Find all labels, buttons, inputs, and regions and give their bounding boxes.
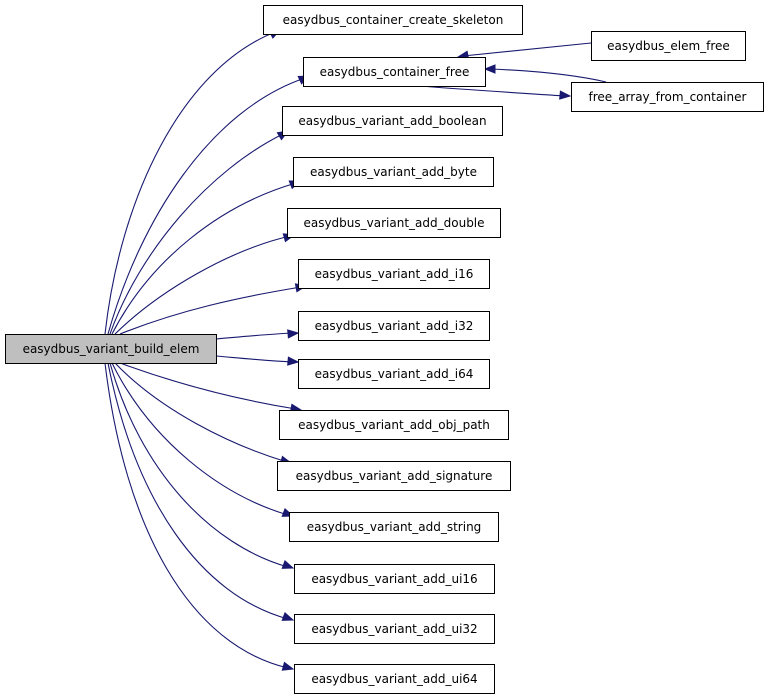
node-add-byte[interactable]: easydbus_variant_add_byte	[293, 157, 494, 187]
node-label: easydbus_variant_build_elem	[23, 342, 200, 356]
arrowhead	[287, 329, 300, 339]
node-add-ui16[interactable]: easydbus_variant_add_ui16	[294, 564, 495, 594]
node-label: easydbus_variant_add_i64	[315, 367, 474, 381]
node-label: free_array_from_container	[589, 90, 747, 104]
edge-free_array-to-container_free	[483, 64, 607, 83]
arrowhead	[281, 611, 295, 621]
node-label: easydbus_variant_add_boolean	[298, 114, 486, 128]
edge-line	[107, 362, 289, 620]
edge-line	[215, 355, 294, 363]
edge-build_elem-to-add_ui16	[109, 362, 295, 569]
edge-build_elem-to-container_free	[107, 75, 311, 335]
node-add-boolean[interactable]: easydbus_variant_add_boolean	[282, 106, 503, 136]
node-box[interactable]	[287, 208, 501, 238]
node-label: easydbus_variant_add_ui64	[311, 672, 477, 686]
edge-line	[489, 68, 607, 83]
node-free-array[interactable]: free_array_from_container	[571, 82, 764, 112]
node-box[interactable]	[294, 614, 495, 644]
node-box[interactable]	[294, 564, 495, 594]
edge-build_elem-to-add_i16	[119, 283, 308, 335]
node-label: easydbus_variant_add_byte	[310, 165, 477, 179]
node-box[interactable]	[279, 410, 509, 440]
node-add-i32[interactable]: easydbus_variant_add_i32	[298, 311, 490, 341]
node-label: easydbus_variant_add_string	[307, 520, 482, 534]
node-label: easydbus_container_free	[320, 65, 470, 79]
arrowhead	[559, 90, 572, 100]
node-build-elem[interactable]: easydbus_variant_build_elem	[5, 334, 217, 364]
node-label: easydbus_variant_add_ui16	[311, 572, 477, 586]
edge-line	[107, 77, 306, 335]
node-create-skeleton[interactable]: easydbus_container_create_skeleton	[263, 5, 523, 35]
node-box[interactable]	[298, 311, 490, 341]
node-label: easydbus_variant_add_i32	[315, 319, 474, 333]
node-add-i64[interactable]: easydbus_variant_add_i64	[298, 359, 490, 389]
edge-elem_free-to-container_free	[456, 42, 592, 60]
node-add-i16[interactable]: easydbus_variant_add_i16	[298, 259, 490, 289]
edge-build_elem-to-add_i64	[215, 355, 300, 366]
edge-build_elem-to-add_ui32	[107, 362, 295, 621]
node-elem-free[interactable]: easydbus_elem_free	[591, 31, 746, 61]
edge-build_elem-to-create_skeleton	[104, 29, 282, 335]
node-label: easydbus_variant_add_obj_path	[298, 418, 490, 432]
node-box[interactable]	[571, 82, 764, 112]
arrowhead	[287, 356, 300, 366]
node-add-signature[interactable]: easydbus_variant_add_signature	[277, 461, 511, 491]
edge-line	[114, 362, 288, 463]
node-box[interactable]	[263, 5, 523, 35]
node-label: easydbus_variant_add_double	[303, 216, 484, 230]
node-box[interactable]	[591, 31, 746, 61]
edge-line	[114, 235, 291, 335]
arrowhead	[281, 559, 295, 569]
edge-line	[111, 362, 289, 516]
node-add-ui32[interactable]: easydbus_variant_add_ui32	[294, 614, 495, 644]
node-label: easydbus_variant_add_signature	[296, 469, 493, 483]
edge-build_elem-to-add_boolean	[109, 130, 290, 335]
node-add-string[interactable]: easydbus_variant_add_string	[289, 512, 499, 542]
edge-line	[215, 332, 294, 340]
node-label: easydbus_container_create_skeleton	[283, 13, 504, 27]
node-box[interactable]	[298, 259, 490, 289]
arrowhead	[483, 64, 496, 74]
node-container-free[interactable]: easydbus_container_free	[303, 57, 486, 87]
node-label: easydbus_variant_add_ui32	[311, 622, 477, 636]
edge-line	[111, 182, 297, 335]
node-label: easydbus_elem_free	[607, 39, 730, 53]
edge-line	[104, 31, 276, 335]
edge-container_free-to-free_array	[419, 85, 572, 100]
node-label: easydbus_variant_add_i16	[315, 267, 474, 281]
node-box[interactable]	[5, 334, 217, 364]
edge-build_elem-to-add_signature	[114, 362, 293, 465]
node-add-obj-path[interactable]: easydbus_variant_add_obj_path	[279, 410, 509, 440]
edge-line	[419, 85, 566, 97]
nodes-layer: easydbus_variant_build_elem easydbus_cont…	[5, 5, 764, 694]
edge-line	[104, 362, 289, 669]
edge-line	[119, 362, 297, 410]
node-box[interactable]	[289, 512, 499, 542]
node-box[interactable]	[303, 57, 486, 87]
edge-build_elem-to-add_obj_path	[119, 362, 303, 413]
node-box[interactable]	[298, 359, 490, 389]
edge-line	[109, 133, 284, 335]
edge-line	[109, 362, 289, 568]
node-box[interactable]	[277, 461, 511, 491]
node-add-ui64[interactable]: easydbus_variant_add_ui64	[294, 664, 495, 694]
edge-build_elem-to-add_i32	[215, 329, 300, 340]
edge-line	[119, 286, 302, 335]
arrowhead	[281, 661, 295, 671]
edge-build_elem-to-add_double	[114, 233, 296, 335]
node-add-double[interactable]: easydbus_variant_add_double	[287, 208, 501, 238]
node-box[interactable]	[294, 664, 495, 694]
edge-build_elem-to-add_ui64	[104, 362, 295, 671]
edge-line	[462, 42, 592, 57]
node-box[interactable]	[282, 106, 503, 136]
node-box[interactable]	[293, 157, 494, 187]
